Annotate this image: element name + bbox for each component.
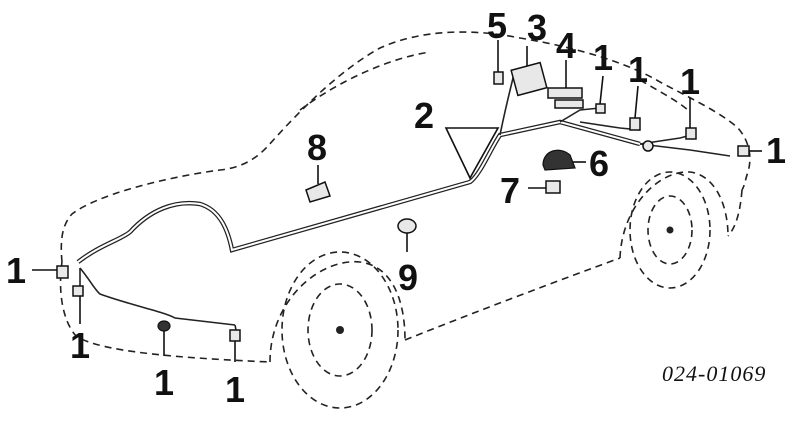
- clip-5: [493, 71, 504, 85]
- callout-1-front-a: 1: [70, 325, 90, 366]
- connector-4: [547, 87, 583, 99]
- switch-8: [305, 181, 331, 203]
- car-outline: [59, 31, 751, 409]
- sensor-9: [397, 218, 417, 234]
- callout-6: 6: [589, 143, 609, 184]
- sensor-1-left: [56, 265, 69, 279]
- diagram-part-number: 024-01069: [662, 361, 766, 386]
- callout-4: 4: [556, 25, 576, 66]
- callout-5: 5: [487, 5, 507, 46]
- sensor-1-rear-c: [685, 127, 697, 140]
- callout-1-rear-c: 1: [680, 61, 700, 102]
- callout-8: 8: [307, 127, 327, 168]
- sensor-1-rear-a: [595, 103, 606, 114]
- callout-9: 9: [398, 257, 418, 298]
- grommet-7: [545, 180, 561, 194]
- callout-1-rear-a: 1: [593, 37, 613, 78]
- leader-lines: [32, 40, 762, 362]
- callout-2: 2: [414, 95, 434, 136]
- callout-1-front-b: 1: [154, 362, 174, 403]
- buzzer-6: [542, 149, 576, 171]
- wire-harness: [76, 69, 731, 336]
- callout-7: 7: [500, 170, 520, 211]
- sensor-1-front-mid: [157, 320, 171, 332]
- callout-1-rear-b: 1: [628, 49, 648, 90]
- callout-1-front-c: 1: [225, 369, 245, 410]
- parts: [56, 61, 750, 342]
- callout-3: 3: [527, 7, 547, 48]
- control-unit: [510, 61, 548, 97]
- callout-1-left: 1: [6, 250, 26, 291]
- sensor-1-rear-d: [737, 145, 750, 157]
- callout-1-rear-d: 1: [766, 130, 786, 171]
- sensor-1-rear-b: [629, 117, 641, 131]
- callouts: 1 1 1 1 1 1 1 1 2 3 4 5 6 7 8 9 024-0106…: [6, 5, 786, 410]
